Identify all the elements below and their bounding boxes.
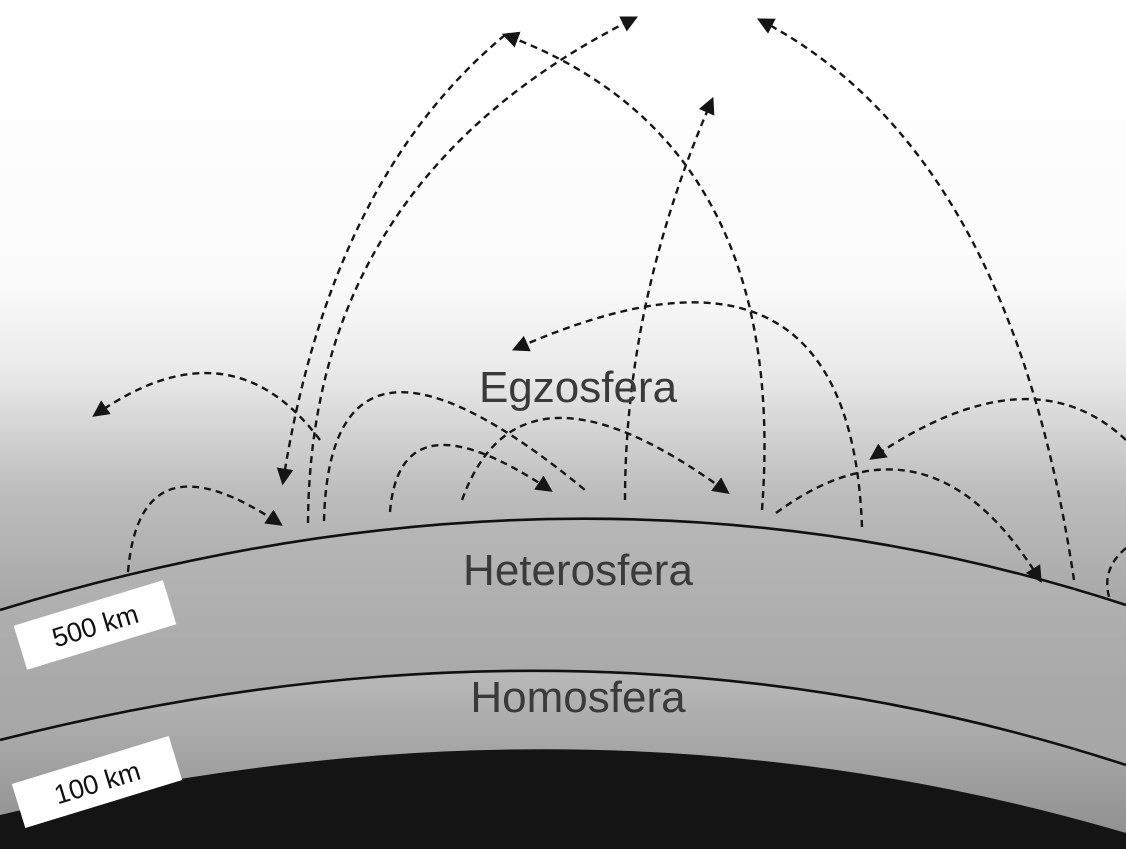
exosphere-label: Egzosfera bbox=[479, 363, 678, 412]
heterosphere-label: Heterosfera bbox=[463, 546, 693, 595]
homosphere-label: Homosfera bbox=[470, 673, 686, 722]
